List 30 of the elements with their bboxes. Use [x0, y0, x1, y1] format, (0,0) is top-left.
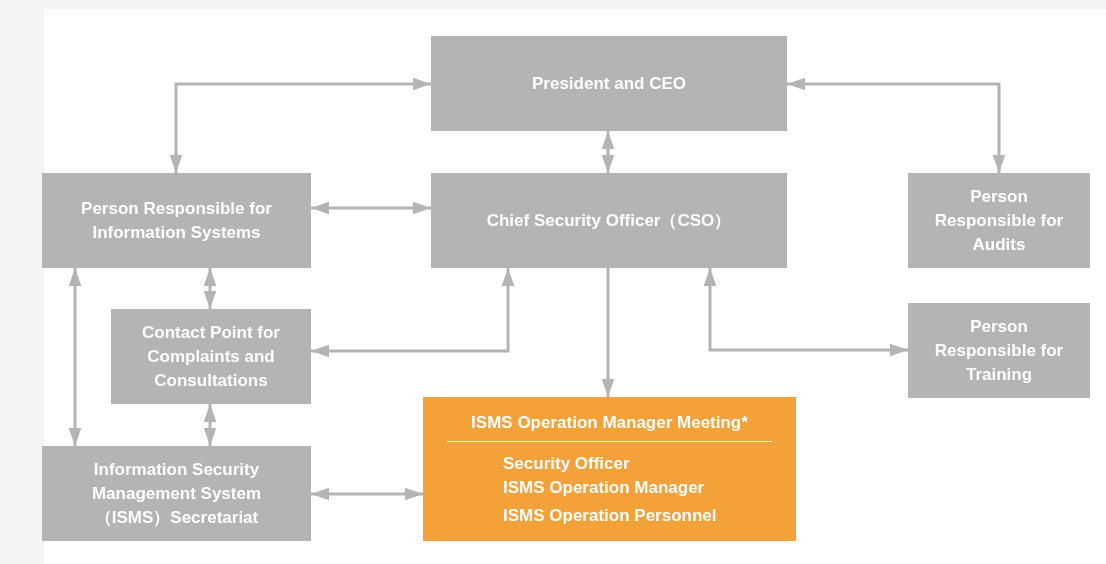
arrow [787, 77, 1006, 173]
arrow [311, 268, 515, 358]
role-title: Information Security Management System（ISMS）Secretariat [90, 458, 263, 529]
arrow [601, 268, 615, 397]
role-box [431, 36, 787, 131]
role-title: Person Responsible for Information Systems [80, 197, 273, 244]
meeting-box [423, 397, 796, 541]
arrow [703, 268, 908, 357]
meeting-title: ISMS Operation Manager Meeting* [471, 411, 748, 434]
arrow [68, 268, 82, 446]
arrow [601, 131, 615, 173]
role-box [42, 173, 311, 268]
role-title: President and CEO [532, 72, 686, 95]
member-role: ISMS Operation Personnel [503, 504, 718, 527]
role-box [111, 309, 311, 404]
role-title: Person Responsible for Audits [933, 185, 1065, 256]
role-title: Contact Point for Complaints and Consultations [141, 321, 281, 392]
role-box [431, 173, 787, 268]
arrow [169, 77, 431, 173]
arrow [311, 201, 431, 215]
arrow [203, 268, 217, 309]
role-box [42, 446, 311, 541]
role-title: Chief Security Officer（CSO） [486, 209, 732, 232]
arrow [311, 487, 423, 501]
role-box [908, 303, 1090, 398]
role-box [908, 173, 1090, 268]
member-role: ISMS Operation Manager [503, 476, 706, 499]
role-title: Person Responsible for Training [933, 315, 1065, 386]
member-role: Security Officer [503, 452, 631, 475]
arrow [203, 404, 217, 446]
